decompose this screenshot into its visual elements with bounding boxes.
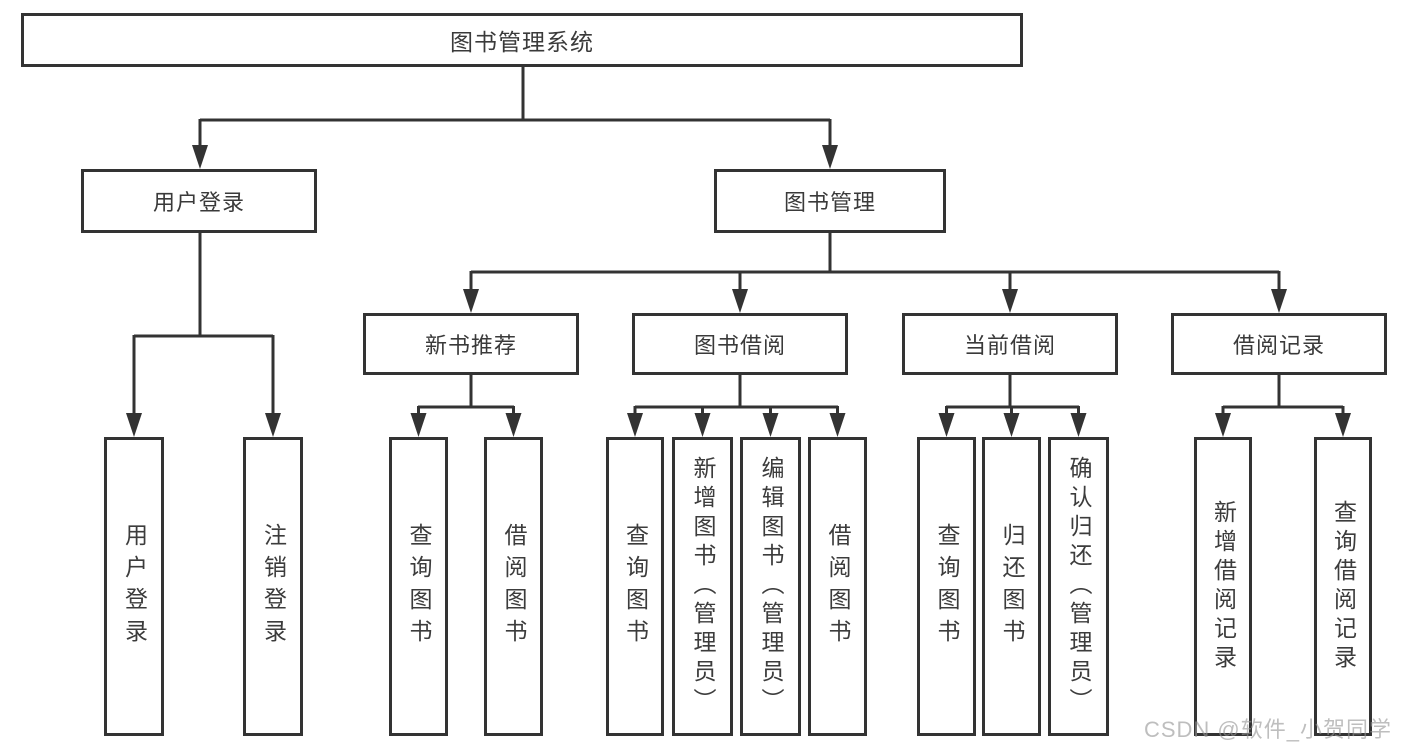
leaf-borrow-books-borrow-label: 借阅图书 <box>825 522 851 651</box>
node-library-management-system: 图书管理系统 <box>21 13 1023 67</box>
leaf-query-books-newrec-label: 查询图书 <box>406 522 432 651</box>
leaf-query-books-borrow: 查询图书 <box>606 437 664 736</box>
leaf-logout-label: 注销登录 <box>260 522 287 651</box>
leaf-return-books: 归还图书 <box>982 437 1041 736</box>
arrowheads <box>126 145 1351 437</box>
leaf-user-login-label: 用户登录 <box>121 522 148 651</box>
leaf-query-books-newrec: 查询图书 <box>389 437 448 736</box>
node-user-login: 用户登录 <box>81 169 317 233</box>
node-book-borrowing: 图书借阅 <box>632 313 848 375</box>
leaf-borrow-books-newrec-label: 借阅图书 <box>501 522 527 651</box>
leaf-user-login: 用户登录 <box>104 437 164 736</box>
node-current-borrowing: 当前借阅 <box>902 313 1118 375</box>
leaf-add-borrow-record-label: 新增借阅记录 <box>1210 499 1237 674</box>
leaf-query-borrow-record-label: 查询借阅记录 <box>1330 499 1357 674</box>
leaf-logout: 注销登录 <box>243 437 303 736</box>
leaf-confirm-return-admin-label: 确认归还（管理员） <box>1066 456 1092 717</box>
leaf-query-books-current-label: 查询图书 <box>934 522 960 651</box>
node-new-book-recommendation: 新书推荐 <box>363 313 579 375</box>
leaf-add-books-admin-label: 新增图书（管理员） <box>690 456 716 717</box>
leaf-return-books-label: 归还图书 <box>999 522 1025 651</box>
leaf-borrow-books-borrow: 借阅图书 <box>808 437 867 736</box>
leaf-confirm-return-admin: 确认归还（管理员） <box>1048 437 1109 736</box>
leaf-borrow-books-newrec: 借阅图书 <box>484 437 543 736</box>
leaf-edit-books-admin: 编辑图书（管理员） <box>740 437 801 736</box>
leaf-query-borrow-record: 查询借阅记录 <box>1314 437 1372 736</box>
leaf-add-books-admin: 新增图书（管理员） <box>672 437 733 736</box>
leaf-edit-books-admin-label: 编辑图书（管理员） <box>758 456 784 717</box>
leaf-query-books-current: 查询图书 <box>917 437 976 736</box>
connector-edges <box>132 67 1345 414</box>
node-book-management: 图书管理 <box>714 169 946 233</box>
node-borrowing-records: 借阅记录 <box>1171 313 1387 375</box>
csdn-watermark: CSDN @软件_小贺同学 <box>1143 717 1392 742</box>
leaf-query-books-borrow-label: 查询图书 <box>622 522 649 651</box>
leaf-add-borrow-record: 新增借阅记录 <box>1194 437 1252 736</box>
